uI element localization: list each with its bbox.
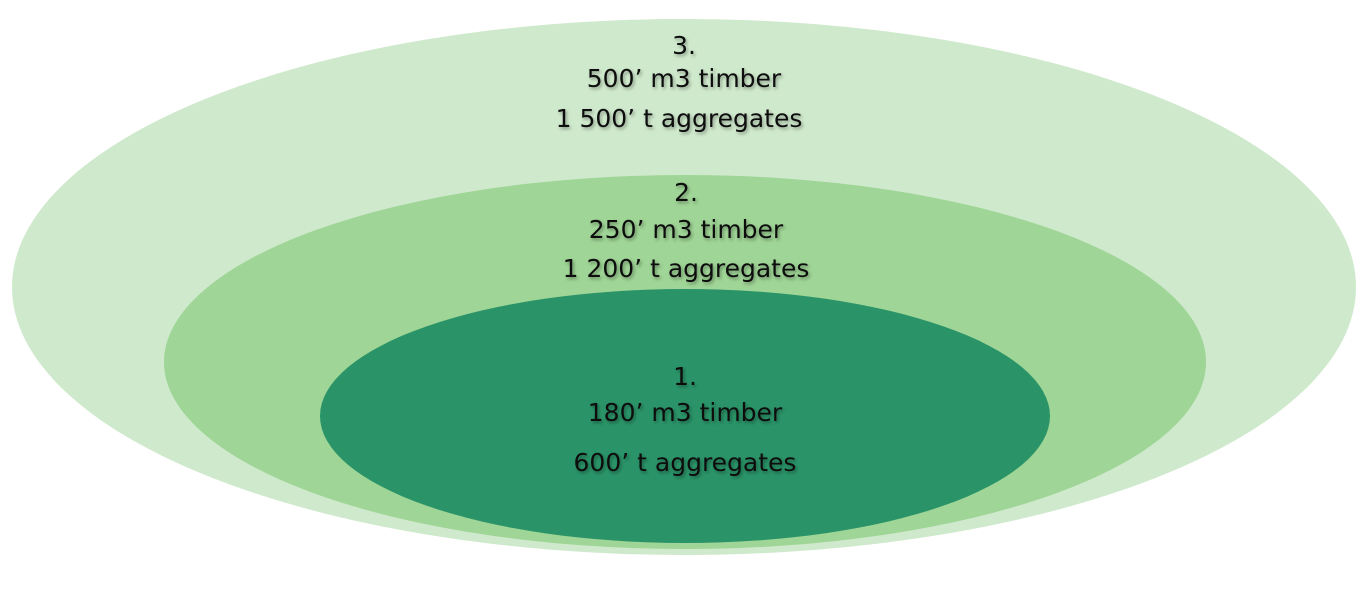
ring-2-timber: 250’ m3 timber <box>589 215 784 244</box>
ring-1-ellipse <box>320 289 1050 543</box>
ring-2-aggregates: 1 200’ t aggregates <box>563 254 810 283</box>
ring-3-number: 3. <box>672 31 696 60</box>
ring-3-aggregates: 1 500’ t aggregates <box>556 104 803 133</box>
ring-2-number: 2. <box>674 178 698 207</box>
ring-1-aggregates: 600’ t aggregates <box>574 448 797 477</box>
ring-3-timber: 500’ m3 timber <box>587 64 782 93</box>
ring-1-timber: 180’ m3 timber <box>588 398 783 427</box>
ring-1-number: 1. <box>673 362 697 391</box>
